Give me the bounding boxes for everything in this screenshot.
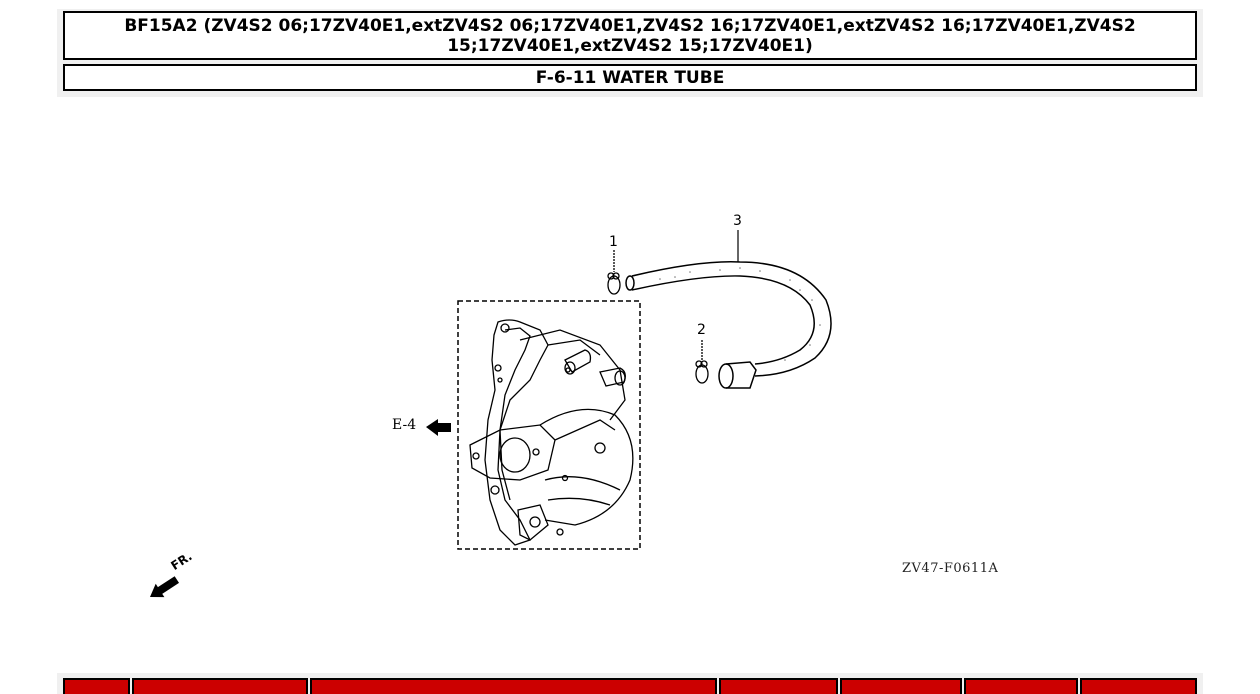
callout-number-3[interactable]: 3 xyxy=(733,213,742,229)
reference-arrow-icon xyxy=(426,419,451,436)
pump-housing-illustration xyxy=(469,319,634,546)
model-title: BF15A2 (ZV4S2 06;17ZV40E1,extZV4S2 06;17… xyxy=(63,11,1197,60)
header-container: BF15A2 (ZV4S2 06;17ZV40E1,extZV4S2 06;17… xyxy=(57,9,1203,97)
parts-table-header xyxy=(57,673,1203,694)
reference-label-e4[interactable]: E-4 xyxy=(392,417,417,433)
clip-2-illustration xyxy=(695,340,709,384)
section-title-text: F-6-11 WATER TUBE xyxy=(535,67,725,88)
front-direction-arrow-icon xyxy=(150,576,180,598)
clip-1-illustration xyxy=(607,250,621,295)
table-header-col-6 xyxy=(964,678,1078,694)
model-title-text: BF15A2 (ZV4S2 06;17ZV40E1,extZV4S2 06;17… xyxy=(124,15,1136,56)
section-title: F-6-11 WATER TUBE xyxy=(63,64,1197,91)
water-tube-illustration xyxy=(625,261,832,389)
assembly-dashed-box xyxy=(457,300,641,550)
table-header-col-5 xyxy=(840,678,962,694)
table-header-col-7 xyxy=(1080,678,1197,694)
table-header-col-1 xyxy=(63,678,130,694)
tube-texture xyxy=(659,267,821,361)
callout-number-2[interactable]: 2 xyxy=(697,322,706,338)
figure-code: ZV47-F0611A xyxy=(902,561,999,576)
callout-number-1[interactable]: 1 xyxy=(609,234,618,250)
table-header-col-3 xyxy=(310,678,717,694)
table-header-col-4 xyxy=(719,678,838,694)
table-header-col-2 xyxy=(132,678,308,694)
parts-diagram: 1 2 3 E-4 FR. ZV47-F0611A xyxy=(0,100,1260,660)
